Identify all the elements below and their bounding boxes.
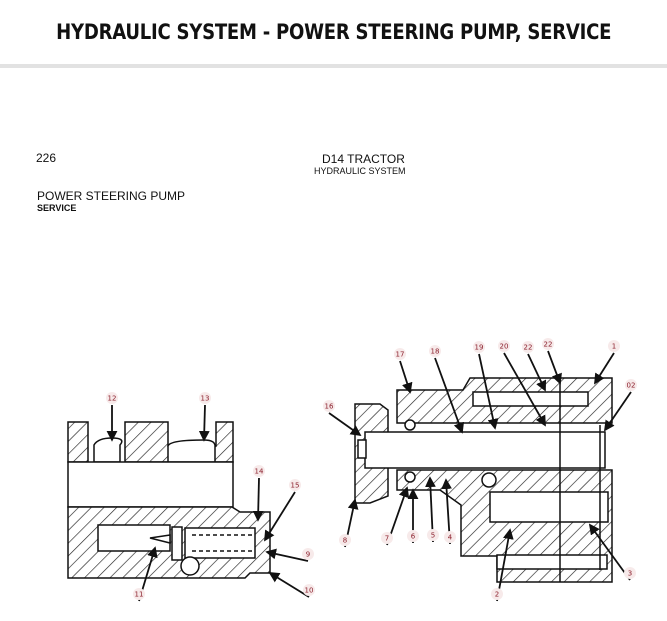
callout-leader-line [588,523,631,581]
callout-group: 12 13 14 15 9 10 11 16 17 18 19 20 22 22 1 02 8 7 6 5 4 3 2 [106,338,637,602]
callout-leader-line [198,404,210,442]
page-header: HYDRAULIC SYSTEM - POWER STEERING PUMP, … [0,0,667,64]
callout-leader-line [603,391,632,432]
page-title: HYDRAULIC SYSTEM - POWER STEERING PUMP, … [56,20,611,44]
relief-valve-section [67,421,271,579]
callout-badge [394,348,406,360]
callout-leader-line [264,491,296,542]
callout-badge [106,392,118,404]
callout-label: 7 [385,535,389,543]
callout-label: 14 [255,468,264,476]
callout-badge [498,340,510,352]
page-number: 226 [36,151,57,165]
callout-badge [133,588,145,600]
callout-leader-line [265,548,309,562]
callout-label: 8 [343,537,347,545]
callout-badge [302,548,314,560]
callout-label: 15 [291,482,300,490]
callout-leader-line [478,353,499,430]
callout-badge [429,345,441,357]
callout-label: 22 [524,344,533,352]
callout-label: 16 [325,403,334,411]
callout-badge [522,341,534,353]
callout-label: 11 [135,591,144,599]
callout-leader-line [503,352,546,427]
callout-label: 22 [544,341,553,349]
callout-leader-line [594,352,615,385]
callout-label: 19 [475,344,484,352]
callout-badge [444,531,456,543]
callout-badge [303,584,315,596]
callout-label: 17 [396,351,405,359]
callout-badge [608,340,620,352]
topic-title: POWER STEERING PUMP [37,189,186,203]
callout-badge [625,379,637,391]
callout-badge [542,338,554,350]
callout-label: 13 [201,395,210,403]
callout-label: 20 [500,343,509,351]
callout-badge [491,588,503,600]
callout-badge [407,530,419,542]
callout-leader-line [547,350,562,385]
callout-badge [253,465,265,477]
callout-label: 6 [411,533,416,541]
manual-section: HYDRAULIC SYSTEM [314,166,406,176]
topic-subtitle: SERVICE [37,203,77,213]
callout-label: 4 [448,534,453,542]
callout-label: 02 [627,382,636,390]
callout-leader-line [434,357,464,434]
callout-badge [381,532,393,544]
callout-badge [323,400,335,412]
callout-leader-line [268,572,310,598]
callout-badge [339,534,351,546]
callout-label: 18 [431,348,440,356]
callout-label: 5 [431,532,435,540]
callout-leader-line [328,412,362,437]
callout-badge [624,567,636,579]
callout-badge [289,479,301,491]
callout-label: 9 [306,551,310,559]
callout-label: 3 [628,570,632,578]
header-divider [0,64,667,68]
callout-leader-line [527,353,547,392]
callout-leader-line [399,360,413,394]
callout-badge [199,392,211,404]
manual-title: D14 TRACTOR [322,152,405,166]
pump-body-section [354,377,613,583]
callout-label: 1 [612,343,616,351]
callout-leader-line [252,477,264,522]
callout-label: 12 [108,395,117,403]
callout-label: 2 [495,591,499,599]
callout-badge [473,341,485,353]
callout-badge [427,529,439,541]
callout-label: 10 [305,587,314,595]
